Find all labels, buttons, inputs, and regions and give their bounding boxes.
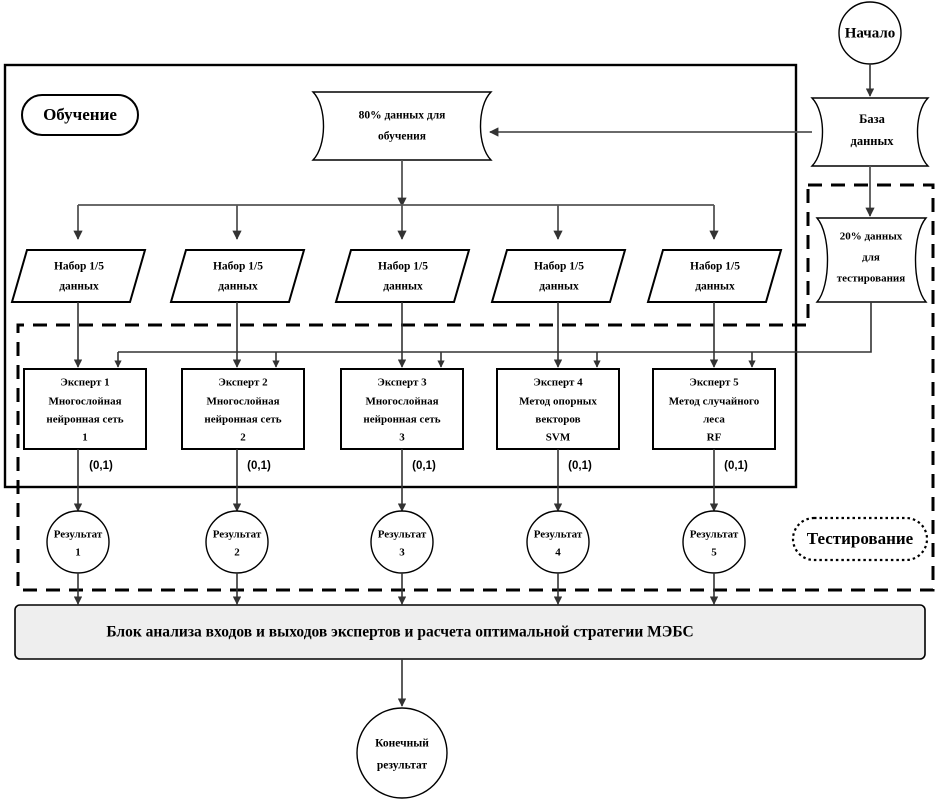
dataset-label-3-line1: Набор 1/5 [378,261,428,273]
result-node-5 [682,510,746,574]
train-data-node [311,91,493,161]
expert-2-line3: нейронная сеть [204,414,281,426]
start-node-label: Начало [845,25,896,41]
dataset-label-1-line1: Набор 1/5 [54,261,104,273]
expert-1-title: Эксперт 1 [60,377,109,389]
expert-node-1 [23,368,147,450]
result-4-line2: 4 [555,547,561,559]
expert-3-line3: нейронная сеть [363,414,440,426]
result-node-4 [526,510,590,574]
final-result-line2: результат [377,760,428,772]
expert-3-line2: Многослойная [365,396,438,408]
database-label-line2: данных [851,134,895,148]
test-data-label-line2: для [862,252,880,264]
result-node-1 [46,510,110,574]
expert-1-line2: Многослойная [48,396,121,408]
testing-region-label: Тестирование [807,529,914,548]
expert-node-4 [496,368,620,450]
dataset-label-4-line2: данных [539,281,579,293]
dataset-label-5-line2: данных [695,281,735,293]
training-region-box [3,63,798,489]
dataset-node-1 [10,249,147,303]
result-4-line1: Результат [534,529,583,541]
edge-label-5: (0,1) [724,460,748,472]
test-data-label-line3: тестирования [837,273,906,285]
result-2-line2: 2 [234,547,240,559]
expert-5-title: Эксперт 5 [689,377,739,389]
edge-label-2: (0,1) [247,460,271,472]
result-3-line1: Результат [378,529,427,541]
edge-label-1: (0,1) [89,460,113,472]
expert-3-title: Эксперт 3 [377,377,427,389]
expert-node-2 [181,368,305,450]
expert-2-title: Эксперт 2 [218,377,268,389]
training-region-label: Обучение [43,105,117,124]
dataset-label-1-line2: данных [59,281,99,293]
expert-node-5 [652,368,776,450]
train-data-label-line1: 80% данных для [359,110,446,122]
expert-1-line4: 1 [82,432,88,444]
analysis-block-label: Блок анализа входов и выходов экспертов … [106,624,693,641]
result-node-2 [205,510,269,574]
result-5-line1: Результат [690,529,739,541]
dataset-label-3-line2: данных [383,281,423,293]
expert-5-line4: RF [707,432,722,444]
expert-4-title: Эксперт 4 [533,377,583,389]
result-2-line1: Результат [213,529,262,541]
edge-label-3: (0,1) [412,460,436,472]
dataset-node-2 [169,249,306,303]
expert-5-line3: леса [703,414,725,426]
train-data-label-line2: обучения [378,131,426,143]
expert-4-line3: векторов [535,414,580,426]
dataset-node-5 [646,249,783,303]
training-region-pill [21,94,139,136]
testing-region-pill [791,516,929,562]
final-result-node [356,707,448,799]
dataset-node-3 [334,249,471,303]
dataset-group: Набор 1/5 данных Набор 1/5 данных Набор … [10,249,783,303]
testing-region-box [16,183,935,592]
result-5-line2: 5 [711,547,717,559]
result-group: Результат 1 Результат 2 Результат 3 Резу… [46,510,746,574]
final-result-line1: Конечный [375,738,429,750]
expert-node-3 [340,368,464,450]
dataset-label-2-line2: данных [218,281,258,293]
result-1-line1: Результат [54,529,103,541]
expert-5-line2: Метод случайного [669,396,760,408]
analysis-block [14,604,926,660]
expert-1-line3: нейронная сеть [46,414,123,426]
test-feed-bus [118,302,872,353]
expert-4-line4: SVM [546,432,571,444]
test-data-node [815,217,928,303]
dataset-label-2-line1: Набор 1/5 [213,261,263,273]
dataset-node-4 [490,249,627,303]
edge-label-4: (0,1) [568,460,592,472]
test-data-label-line1: 20% данных [840,231,903,243]
expert-group: Эксперт 1 Многослойная нейронная сеть 1 … [23,368,776,450]
result-1-line2: 1 [75,547,81,559]
result-3-line2: 3 [399,547,405,559]
database-node [810,97,930,167]
expert-4-line2: Метод опорных [519,396,597,408]
expert-2-line2: Многослойная [206,396,279,408]
database-label-line1: База [859,112,886,126]
dataset-label-4-line1: Набор 1/5 [534,261,584,273]
result-node-3 [370,510,434,574]
expert-2-line4: 2 [240,432,246,444]
dataset-label-5-line1: Набор 1/5 [690,261,740,273]
expert-3-line4: 3 [399,432,405,444]
